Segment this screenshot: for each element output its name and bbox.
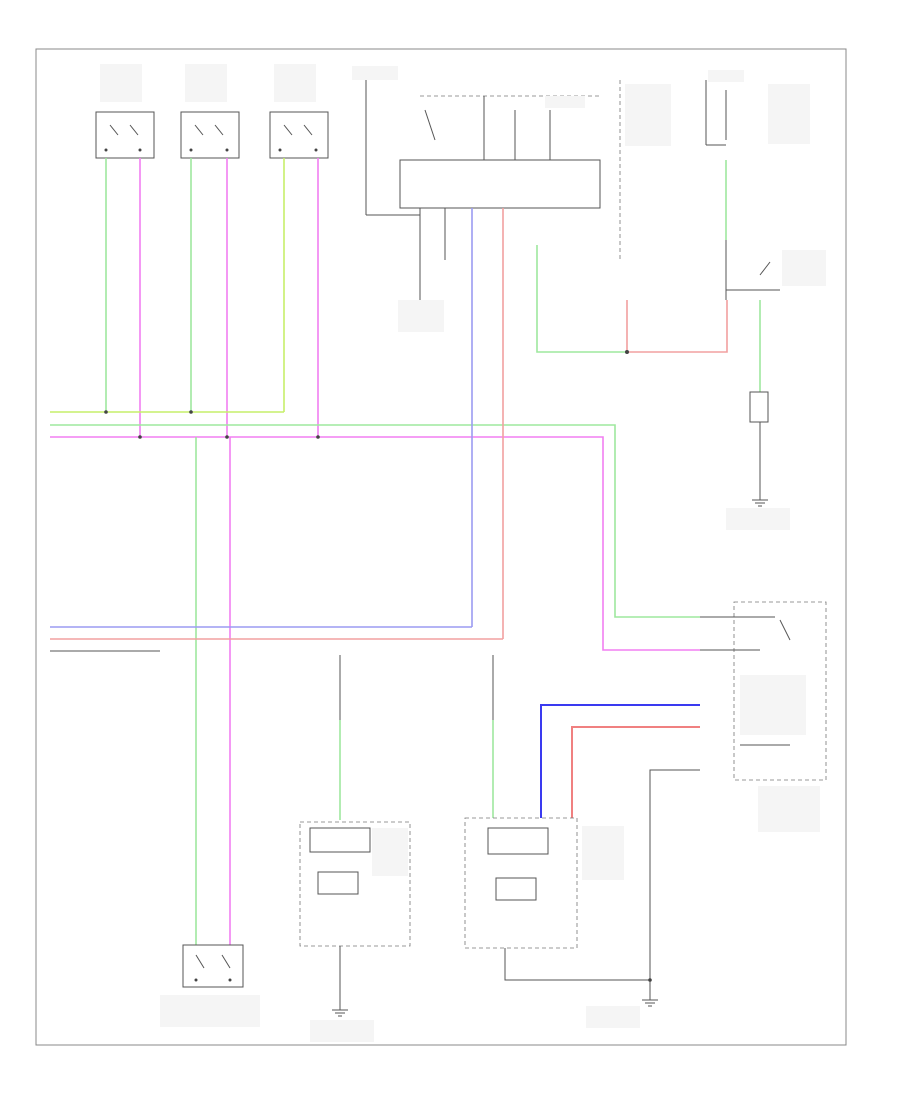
switch-box-2 [180,64,240,159]
wire-strong-blue [540,704,700,818]
top-center-module [352,66,671,260]
switch-box-3 [269,64,329,159]
right-connector-block [700,601,827,832]
lower-module-2 [464,817,624,949]
ground-icon [752,499,768,507]
switch-box-1 [95,64,155,159]
lower-left-switch-box [160,944,260,1027]
ground-icon [642,999,658,1007]
wire-relay-pink [626,300,728,353]
bus-magenta [50,436,700,651]
wire-strong-red [571,726,700,818]
bus-green [50,424,700,618]
diagram-frame [35,48,847,1046]
relay-coil [749,391,769,423]
top-right-relay [705,70,810,146]
lower-module-1 [299,821,411,947]
ground-icon [332,1009,348,1017]
wire-module-green [536,245,627,353]
